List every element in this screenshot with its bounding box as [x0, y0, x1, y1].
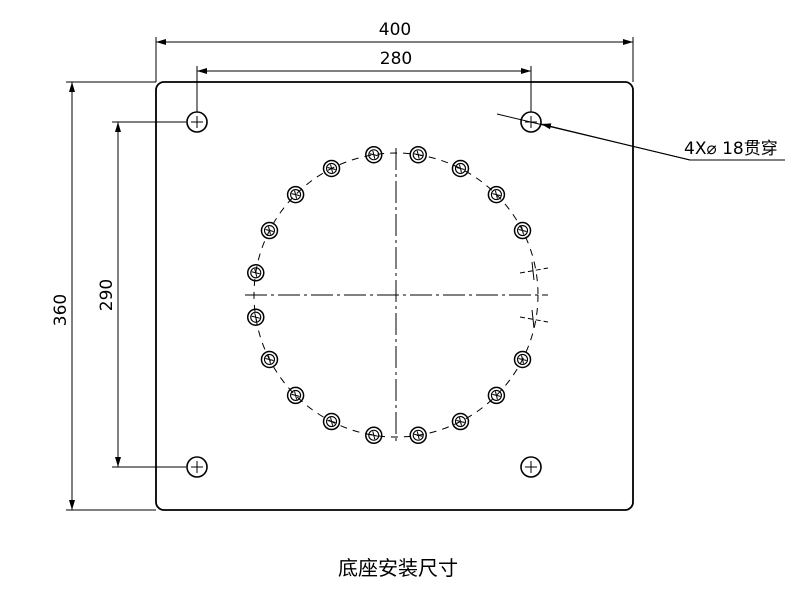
dimension-hole-spacing-x-label: 280 [380, 49, 412, 69]
bolt-hole [246, 308, 265, 326]
dimension-overall-width-label: 400 [379, 20, 411, 40]
bolt-hole [487, 185, 506, 204]
bolt-hole [365, 426, 383, 445]
hole-callout: 4X⌀ 18贯穿 [496, 113, 785, 161]
bolt-hole [286, 185, 305, 204]
bolt-hole [365, 145, 383, 164]
hole-callout-label: 4X⌀ 18贯穿 [684, 139, 778, 159]
bolt-hole [451, 412, 470, 431]
bolt-hole [260, 350, 279, 369]
bolt-circle [253, 152, 539, 438]
center-lines [245, 148, 548, 442]
dimension-overall-height: 360 [51, 81, 156, 511]
bolt-hole [409, 426, 427, 445]
bolt-hole [409, 145, 427, 164]
dimension-overall-height-label: 360 [51, 294, 71, 326]
dimension-hole-spacing-y-label: 290 [97, 279, 117, 311]
bolt-hole [513, 350, 532, 369]
drawing-caption: 底座安装尺寸 [338, 556, 458, 580]
bolt-hole [286, 386, 305, 405]
base-plate-outline [155, 81, 634, 511]
bolt-hole [451, 159, 470, 178]
bolt-circle-holes [246, 145, 532, 445]
dimension-hole-spacing-x: 280 [196, 49, 532, 112]
corner-hole-bottom-left [186, 456, 208, 478]
bolt-circle-marks [519, 261, 549, 329]
bolt-hole [246, 264, 265, 282]
bolt-hole [322, 412, 341, 431]
bolt-hole [322, 159, 341, 178]
bolt-hole [513, 221, 532, 240]
corner-hole-bottom-right [520, 456, 542, 478]
bolt-hole [487, 386, 506, 405]
corner-hole-top-left [186, 111, 208, 133]
dimension-overall-width: 400 [155, 20, 634, 82]
dimension-hole-spacing-y: 290 [97, 121, 186, 468]
bolt-hole [260, 221, 279, 240]
